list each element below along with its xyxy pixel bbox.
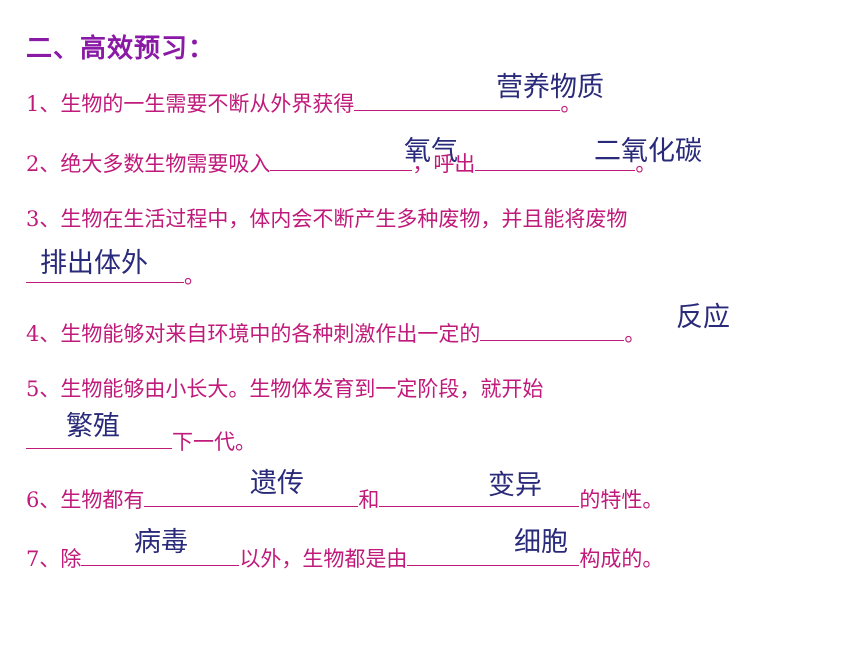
question-3: 3、生物在生活过程中，体内会不断产生多种废物，并且能将废物 [26, 204, 627, 234]
question-5-end: 下一代。 [172, 430, 256, 454]
blank-6b [379, 482, 580, 507]
question-4-text: 4、生物能够对来自环境中的各种刺激作出一定的 [26, 322, 481, 346]
blank-1 [354, 86, 561, 111]
answer-virus: 病毒 [134, 527, 188, 558]
question-4-end: 。 [624, 322, 646, 346]
question-5-text: 5、生物能够由小长大。生物体发育到一定阶段，就开始 [26, 377, 544, 401]
question-5-continued: 下一代。 [26, 424, 256, 457]
question-7-text: 7、除 [26, 547, 82, 571]
question-3-text: 3、生物在生活过程中，体内会不断产生多种废物，并且能将废物 [26, 207, 628, 231]
answer-response: 反应 [676, 302, 730, 333]
answer-variation: 变异 [488, 470, 542, 501]
question-5: 5、生物能够由小长大。生物体发育到一定阶段，就开始 [26, 374, 543, 404]
blank-5 [26, 424, 172, 449]
question-7-mid: 以外，生物都是由 [239, 547, 408, 571]
question-4: 4、生物能够对来自环境中的各种刺激作出一定的 。 [26, 316, 645, 349]
question-6: 6、生物都有 和 的特性。 [26, 482, 663, 515]
answer-reproduce: 繁殖 [66, 411, 120, 442]
question-6-text: 6、生物都有 [26, 488, 145, 512]
blank-7b [407, 541, 580, 566]
question-6-mid: 和 [358, 488, 380, 512]
blank-7a [81, 541, 240, 566]
question-3-continued: 。 [26, 258, 205, 291]
answer-heredity: 遗传 [250, 468, 304, 499]
question-2-mid: ，呼出 [412, 152, 476, 176]
blank-4 [480, 316, 625, 341]
blank-2a [270, 146, 413, 171]
answer-co2: 二氧化碳 [594, 136, 702, 167]
question-1-text: 1、生物的一生需要不断从外界获得 [26, 92, 355, 116]
blank-2b [475, 146, 636, 171]
question-1-end: 。 [560, 92, 582, 116]
question-2-end: 。 [635, 152, 657, 176]
answer-cell: 细胞 [514, 527, 568, 558]
answer-oxygen: 氧气 [404, 136, 458, 167]
question-3-end: 。 [184, 264, 205, 288]
question-7: 7、除 以外，生物都是由 构成的。 [26, 541, 663, 574]
answer-nutrients: 营养物质 [496, 72, 604, 103]
blank-6a [144, 482, 359, 507]
blank-3 [26, 258, 184, 283]
question-6-end: 的特性。 [579, 488, 664, 512]
question-1: 1、生物的一生需要不断从外界获得 。 [26, 86, 581, 119]
question-7-end: 构成的。 [579, 547, 664, 571]
answer-excrete: 排出体外 [40, 248, 148, 279]
question-2: 2、绝大多数生物需要吸入 ，呼出 。 [26, 146, 656, 179]
question-2-text: 2、绝大多数生物需要吸入 [26, 152, 271, 176]
section-title: 二、高效预习： [26, 34, 216, 64]
